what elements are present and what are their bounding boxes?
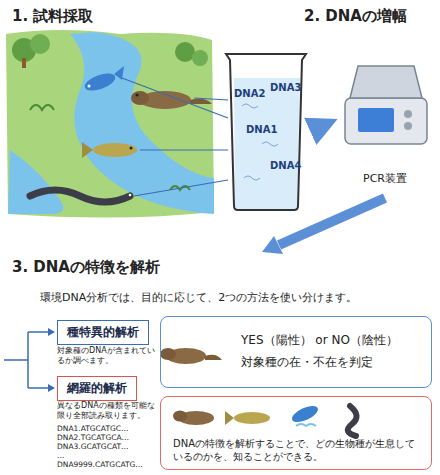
device-label: PCR装置 [335, 171, 435, 186]
method-box: 種特異的解析 [57, 320, 149, 345]
description-note: 異なるDNAの種類を可能な限り全部読み取ります。 [57, 401, 155, 420]
jumping-fish [83, 66, 124, 94]
method-title: 種特異的解析 [67, 324, 139, 341]
result-text: YES（陽性） or NO（陰性） [241, 331, 423, 349]
method-box: 網羅的解析 [57, 376, 137, 401]
sequence-line: … [57, 451, 65, 460]
dna-label: DNA2 [234, 88, 265, 99]
pcr-machine [345, 66, 427, 144]
sequence-line: DNA9999.CATGCATG… [57, 460, 143, 469]
dna-label: DNA1 [246, 124, 277, 135]
fish [82, 142, 137, 158]
result-box: DNAの特徴を解析することで、どの生物種が生息しているのかを、知ることができる。 [160, 396, 432, 470]
result-text: 対象種の在・不在を判定 [241, 353, 423, 371]
subtitle-note: 環境DNA分析では、目的に応じて、2つの方法を使い分けます。 [40, 291, 357, 304]
section-heading: 2. DNAの増幅 [304, 7, 407, 25]
dna-label: DNA3 [270, 82, 301, 93]
sequence-line: DNA1.ATGCATGC… [57, 424, 129, 433]
flow-arrow [312, 121, 333, 131]
eel [30, 190, 131, 202]
method-title: 網羅的解析 [67, 380, 127, 397]
sequence-line: DNA2.TGCATGCA… [57, 433, 129, 442]
result-box: YES（陽性） or NO（陰性） 対象種の在・不在を判定 [160, 316, 432, 388]
pcr-device: PCR装置 [335, 52, 435, 190]
sample-beaker: DNA2 DNA3DNA1DNA4 [222, 48, 310, 213]
result-note: DNAの特徴を解析することで、どの生物種が生息しているのかを、知ることができる。 [173, 437, 419, 463]
branch-bracket [4, 328, 55, 392]
salamander [131, 91, 212, 109]
section-heading: 1. 試料採取 [12, 7, 93, 25]
sequence-line: DNA3.GCATGCAT… [57, 442, 129, 451]
river-scene [6, 30, 214, 218]
sample-lines [122, 78, 228, 196]
dna-label: DNA4 [270, 160, 301, 171]
section-heading: 3. DNAの特徴を解析 [12, 258, 160, 276]
description-note: 対象種のDNAが含まれているか調べます。 [57, 346, 155, 365]
